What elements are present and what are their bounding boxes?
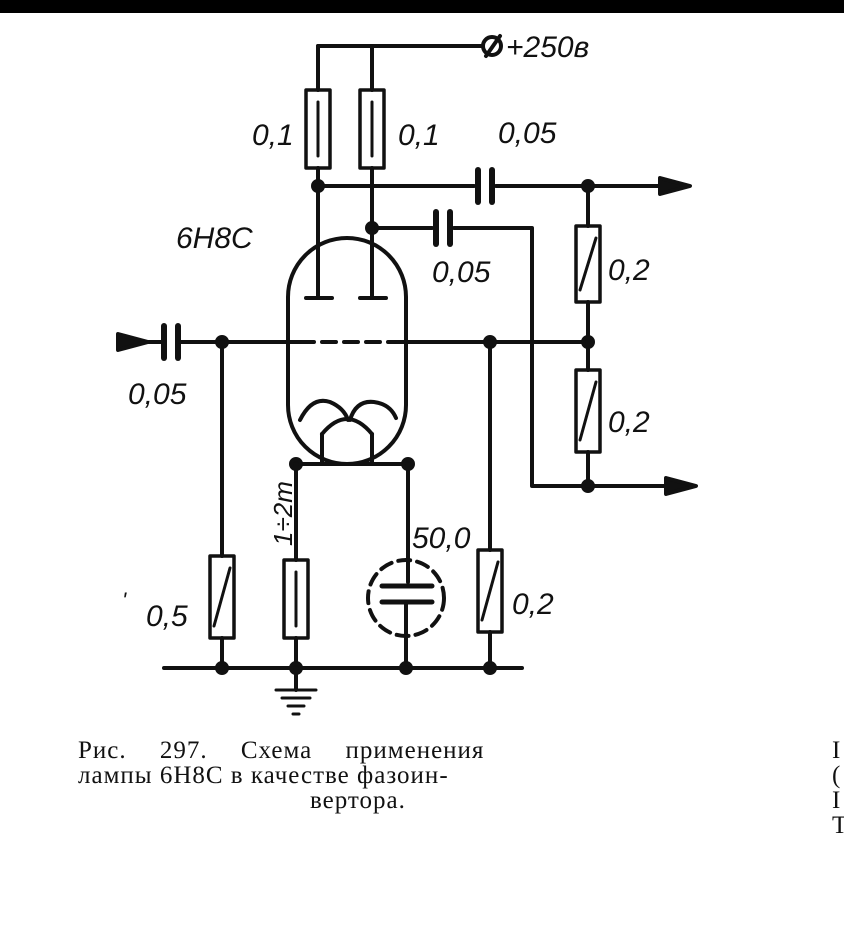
grid-resistor-mark xyxy=(212,566,232,628)
tube-label: 6Н8С xyxy=(176,222,253,255)
top-black-bar xyxy=(0,0,844,13)
output-top-arrow xyxy=(658,176,692,196)
input-arrow xyxy=(116,332,150,352)
figure-caption: Рис. 297. Схема применения лампы 6Н8С в … xyxy=(78,738,698,813)
supply-terminal xyxy=(481,35,503,57)
supply-label: +250в xyxy=(506,31,589,64)
cathode-cap-label: 50,0 xyxy=(412,522,471,555)
grid-resistor-label: 0,5 xyxy=(146,600,188,633)
supply-terminal-slash xyxy=(484,34,502,58)
divider-resistor-top-mark xyxy=(578,236,598,292)
caption-line-3: вертора. xyxy=(310,787,406,814)
edge-char: I xyxy=(832,787,841,814)
input-cap-label: 0,05 xyxy=(128,378,187,411)
output-cap-second-label: 0,05 xyxy=(432,256,491,289)
ground-icon xyxy=(274,688,318,716)
divider-resistor-top-label: 0,2 xyxy=(608,254,650,287)
caption-line-2: лампы 6Н8С в качестве фазоин- xyxy=(78,762,449,789)
edge-char: Т xyxy=(832,812,844,838)
output-second-route xyxy=(452,226,668,488)
divider-resistor-bottom-mark xyxy=(578,380,598,442)
junction-dot xyxy=(483,661,497,675)
junction-dot xyxy=(215,661,229,675)
plate-resistor-right-label: 0,1 xyxy=(398,119,440,152)
junction-dot xyxy=(399,661,413,675)
tube-cathode-left xyxy=(298,398,350,422)
junction-dot xyxy=(311,179,325,193)
output-bottom-arrow xyxy=(664,476,698,496)
edge-char: ( xyxy=(832,762,841,789)
grid2-resistor-label: 0,2 xyxy=(512,588,554,621)
grid2-resistor-mark xyxy=(480,560,500,622)
output-cap-top-label: 0,05 xyxy=(498,117,557,150)
tube-envelope xyxy=(286,236,408,466)
plate-resistor-left-label: 0,1 xyxy=(252,119,294,152)
cropped-adjacent-text: I ( I Т xyxy=(832,738,844,838)
edge-char: I xyxy=(832,738,841,764)
tube-cathode-right xyxy=(348,399,398,422)
divider-resistor-bottom-label: 0,2 xyxy=(608,406,650,439)
stray-mark: ' xyxy=(122,588,127,613)
caption-line-1: Рис. 297. Схема применения xyxy=(78,737,485,764)
cathode-resistor-label: 1÷2т xyxy=(268,481,298,546)
junction-dot xyxy=(365,221,379,235)
tube-heater xyxy=(320,417,374,436)
